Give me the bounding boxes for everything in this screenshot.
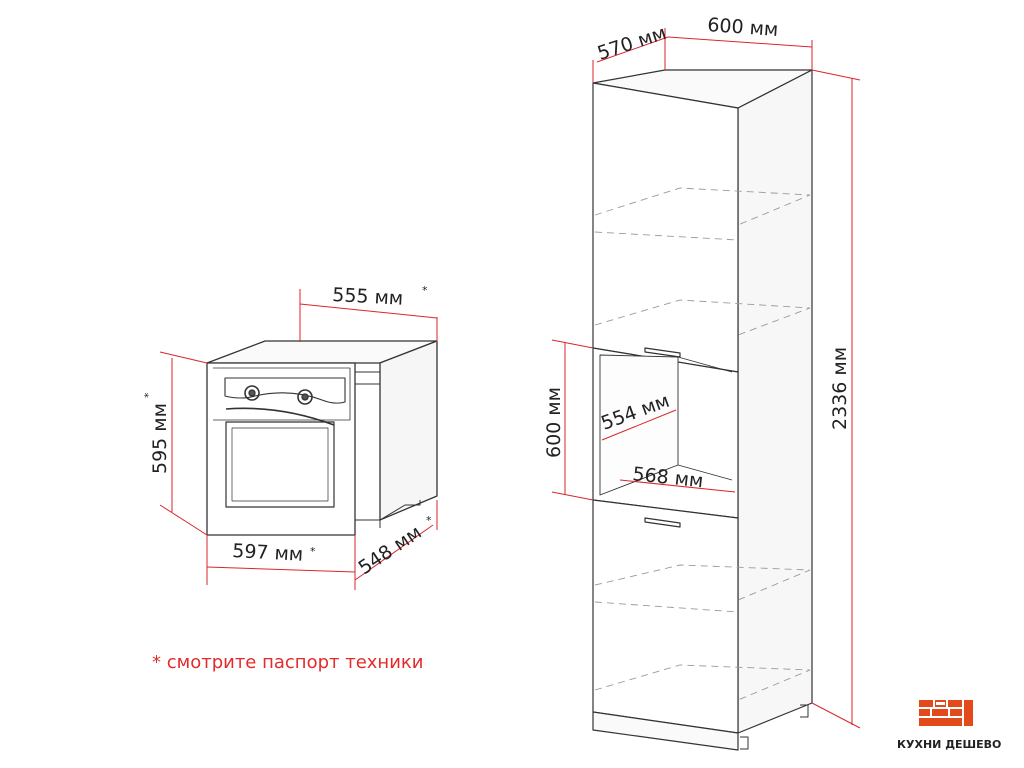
brand-logo: КУХНИ ДЕШЕВО <box>897 700 1001 751</box>
oven-top-depth-label: 555 мм <box>332 284 404 310</box>
cabinet-dimension-lines <box>551 28 861 729</box>
footnote: * смотрите паспорт техники <box>152 652 424 673</box>
cabinet-total-height-label: 2336 мм <box>829 347 851 430</box>
cabinet-width-label: 600 мм <box>707 14 779 41</box>
cabinet-hidden-shelves <box>594 187 811 701</box>
oven-drawing <box>206 340 438 536</box>
niche-height-label: 600 мм <box>543 387 565 458</box>
cabinet-depth-label: 570 мм <box>595 22 669 65</box>
oven-height-asterisk: * <box>142 392 155 398</box>
oven-top-depth-asterisk: * <box>422 284 428 297</box>
oven-height-label: 595 мм <box>149 403 171 474</box>
oven-dimension-lines <box>159 289 438 590</box>
oven-width-label: 597 мм <box>232 540 304 566</box>
oven-depth-asterisk: * <box>426 514 432 527</box>
oven-depth-label: 548 мм <box>354 521 425 579</box>
brand-logo-text: КУХНИ ДЕШЕВО <box>897 738 1001 751</box>
oven-width-asterisk: * <box>310 545 316 558</box>
